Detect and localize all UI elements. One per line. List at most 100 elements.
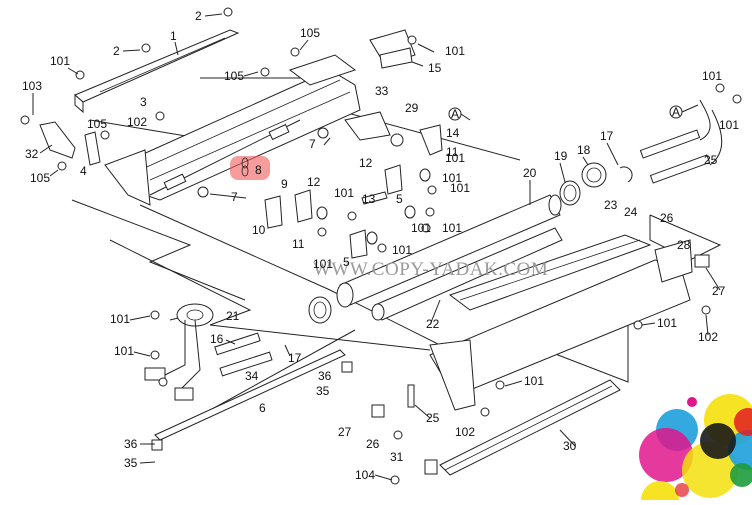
callout: 1 (170, 29, 177, 43)
callout: 11 (292, 237, 305, 251)
callout: 2 (195, 9, 202, 23)
part-6-rod (154, 349, 346, 441)
roller-22 (371, 227, 563, 321)
callout: 101 (411, 221, 431, 235)
callout: 5 (343, 255, 350, 269)
callout: 101 (524, 374, 544, 388)
callout: 101 (657, 316, 677, 330)
callout: 101 (114, 344, 134, 358)
callout: 21 (226, 309, 240, 323)
callout: 17 (600, 129, 614, 143)
part-30-guide (439, 379, 621, 476)
callout: 12 (307, 175, 321, 189)
callout: 3 (140, 95, 147, 109)
spring-shaft (149, 119, 301, 196)
callout: 13 (362, 192, 376, 206)
callout: 105 (300, 26, 320, 40)
callout: 22 (426, 317, 440, 331)
callout: 14 (446, 126, 460, 140)
screws (20, 7, 742, 485)
callout: 101 (450, 181, 470, 195)
wire-harness (144, 319, 201, 401)
callout: 6 (259, 401, 266, 415)
callout: 35 (124, 456, 138, 470)
callout: 11 (446, 145, 459, 159)
callout: 4 (80, 164, 87, 178)
callout: 35 (316, 384, 330, 398)
callout: 2 (113, 44, 120, 58)
callout: 18 (577, 143, 591, 157)
svg-text:A: A (451, 107, 459, 121)
callout: 105 (87, 117, 107, 131)
callout: 27 (338, 425, 352, 439)
bracket-clips (151, 127, 710, 475)
reference-marker-a: A A (448, 104, 699, 121)
callout: 101 (702, 69, 722, 83)
separation-plate (429, 234, 693, 411)
gear-18 (581, 162, 607, 188)
brackets-left (39, 121, 101, 166)
watermark: WWW.COPY-YADAK.COM (313, 259, 548, 280)
callout: 16 (210, 332, 224, 346)
callout: 17 (288, 351, 302, 365)
roller-20 (336, 194, 562, 308)
callout: 101 (392, 243, 412, 257)
callout: 101 (445, 44, 465, 58)
callout: 101 (334, 186, 354, 200)
callout: 29 (405, 101, 419, 115)
callout: 102 (455, 425, 475, 439)
callout: 102 (127, 115, 147, 129)
callout: 101 (719, 118, 739, 132)
lamp-34 (219, 351, 273, 377)
highlight-marker (230, 156, 270, 180)
callout: 10 (252, 223, 266, 237)
callout: 33 (375, 84, 389, 98)
cmyk-circles-logo (639, 394, 752, 505)
bearing-left (308, 296, 332, 324)
callout: 25 (426, 411, 440, 425)
callout: 8 (255, 163, 262, 177)
part-1-rail (74, 29, 240, 114)
callout: 105 (224, 69, 244, 83)
callout: 102 (698, 330, 718, 344)
small-brackets (264, 111, 443, 259)
callout: 31 (390, 450, 404, 464)
callout: 20 (523, 166, 537, 180)
callout: 12 (359, 156, 373, 170)
callout: 9 (281, 177, 288, 191)
springs (316, 133, 431, 245)
spring-8 (241, 157, 249, 177)
callout: 101 (110, 312, 130, 326)
callout: 19 (554, 149, 568, 163)
callout: 101 (442, 221, 462, 235)
bearing-19 (559, 180, 581, 206)
callout: 36 (318, 369, 332, 383)
callout: 23 (604, 198, 618, 212)
lamp-wires-right (639, 99, 723, 184)
callout: 34 (245, 369, 259, 383)
callout-labels: 2 2 1 101 103 105 105 105 105 3 102 32 4… (22, 9, 739, 482)
callout: 28 (677, 238, 691, 252)
lamp-holder-21 (176, 303, 214, 327)
callout: 15 (428, 61, 442, 75)
callout: 103 (22, 79, 42, 93)
callout: 101 (445, 151, 465, 165)
callout: 26 (660, 211, 674, 225)
callout: 7 (309, 137, 316, 151)
callout: 27 (712, 284, 726, 298)
callout: 101 (313, 257, 333, 271)
callout: 30 (563, 439, 577, 453)
callout: 24 (624, 205, 638, 219)
callout: 36 (124, 437, 138, 451)
callout: 32 (25, 147, 39, 161)
callout: 25 (704, 153, 718, 167)
callout: 101 (50, 54, 70, 68)
callout: 105 (30, 171, 50, 185)
callout: 101 (442, 171, 462, 185)
callout: 5 (396, 192, 403, 206)
lamp-16 (214, 332, 261, 356)
upper-frame (104, 29, 416, 206)
callout: 104 (355, 468, 375, 482)
svg-text:A: A (672, 105, 680, 119)
